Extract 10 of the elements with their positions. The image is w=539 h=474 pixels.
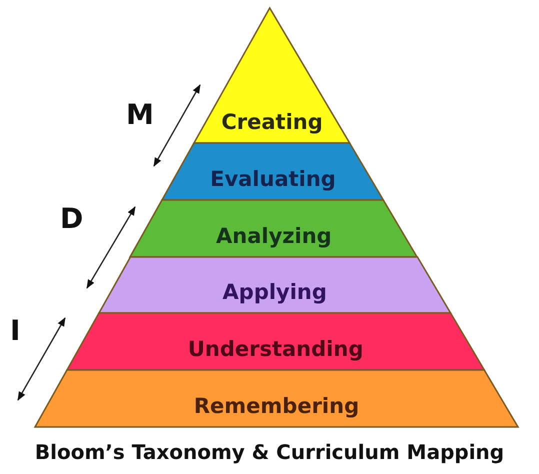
level-label: Evaluating <box>209 167 337 191</box>
caption: Bloom’s Taxonomy & Curriculum Mapping <box>34 440 506 464</box>
level-band-letter: M <box>126 98 154 131</box>
level-label: Creating <box>220 110 324 134</box>
level-band-letter: I <box>10 314 20 347</box>
level-label: Remembering <box>192 394 360 418</box>
level-label: Analyzing <box>215 224 333 248</box>
level-label: Understanding <box>186 337 364 361</box>
level-band-letter: D <box>60 202 84 235</box>
level-label: Applying <box>222 280 328 304</box>
